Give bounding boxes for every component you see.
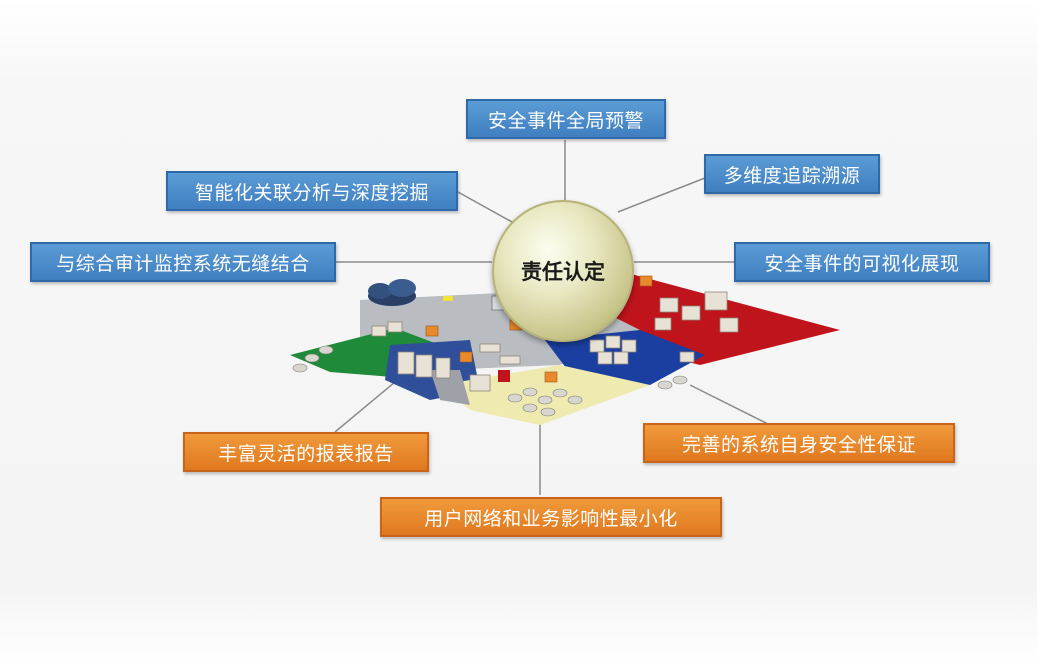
- connector-lower-right: [689, 384, 771, 426]
- red-device-icon: [498, 370, 510, 382]
- connector-lower-left: [334, 381, 396, 433]
- label-upper-right: 多维度追踪溯源: [704, 154, 880, 194]
- yellow-link-icon: [443, 296, 453, 301]
- workstation-icons: [292, 345, 688, 417]
- label-upper-left: 智能化关联分析与深度挖掘: [166, 171, 458, 211]
- device-icons: [371, 291, 739, 392]
- zone-gray-lower: [430, 370, 470, 405]
- label-lower-right: 完善的系统自身安全性保证: [643, 423, 955, 463]
- label-right: 安全事件的可视化展现: [734, 242, 990, 282]
- label-bottom: 用户网络和业务影响性最小化: [380, 497, 722, 537]
- zone-yellow: [440, 365, 650, 425]
- center-circle: 责任认定: [492, 200, 634, 342]
- connector-upper-right: [617, 177, 706, 213]
- cloud-icon: [368, 279, 416, 306]
- center-label: 责任认定: [521, 260, 605, 284]
- label-lower-left: 丰富灵活的报表报告: [183, 432, 429, 472]
- label-left: 与综合审计监控系统无缝结合: [30, 242, 336, 282]
- label-top: 安全事件全局预警: [466, 99, 666, 139]
- connector-upper-left: [457, 191, 513, 223]
